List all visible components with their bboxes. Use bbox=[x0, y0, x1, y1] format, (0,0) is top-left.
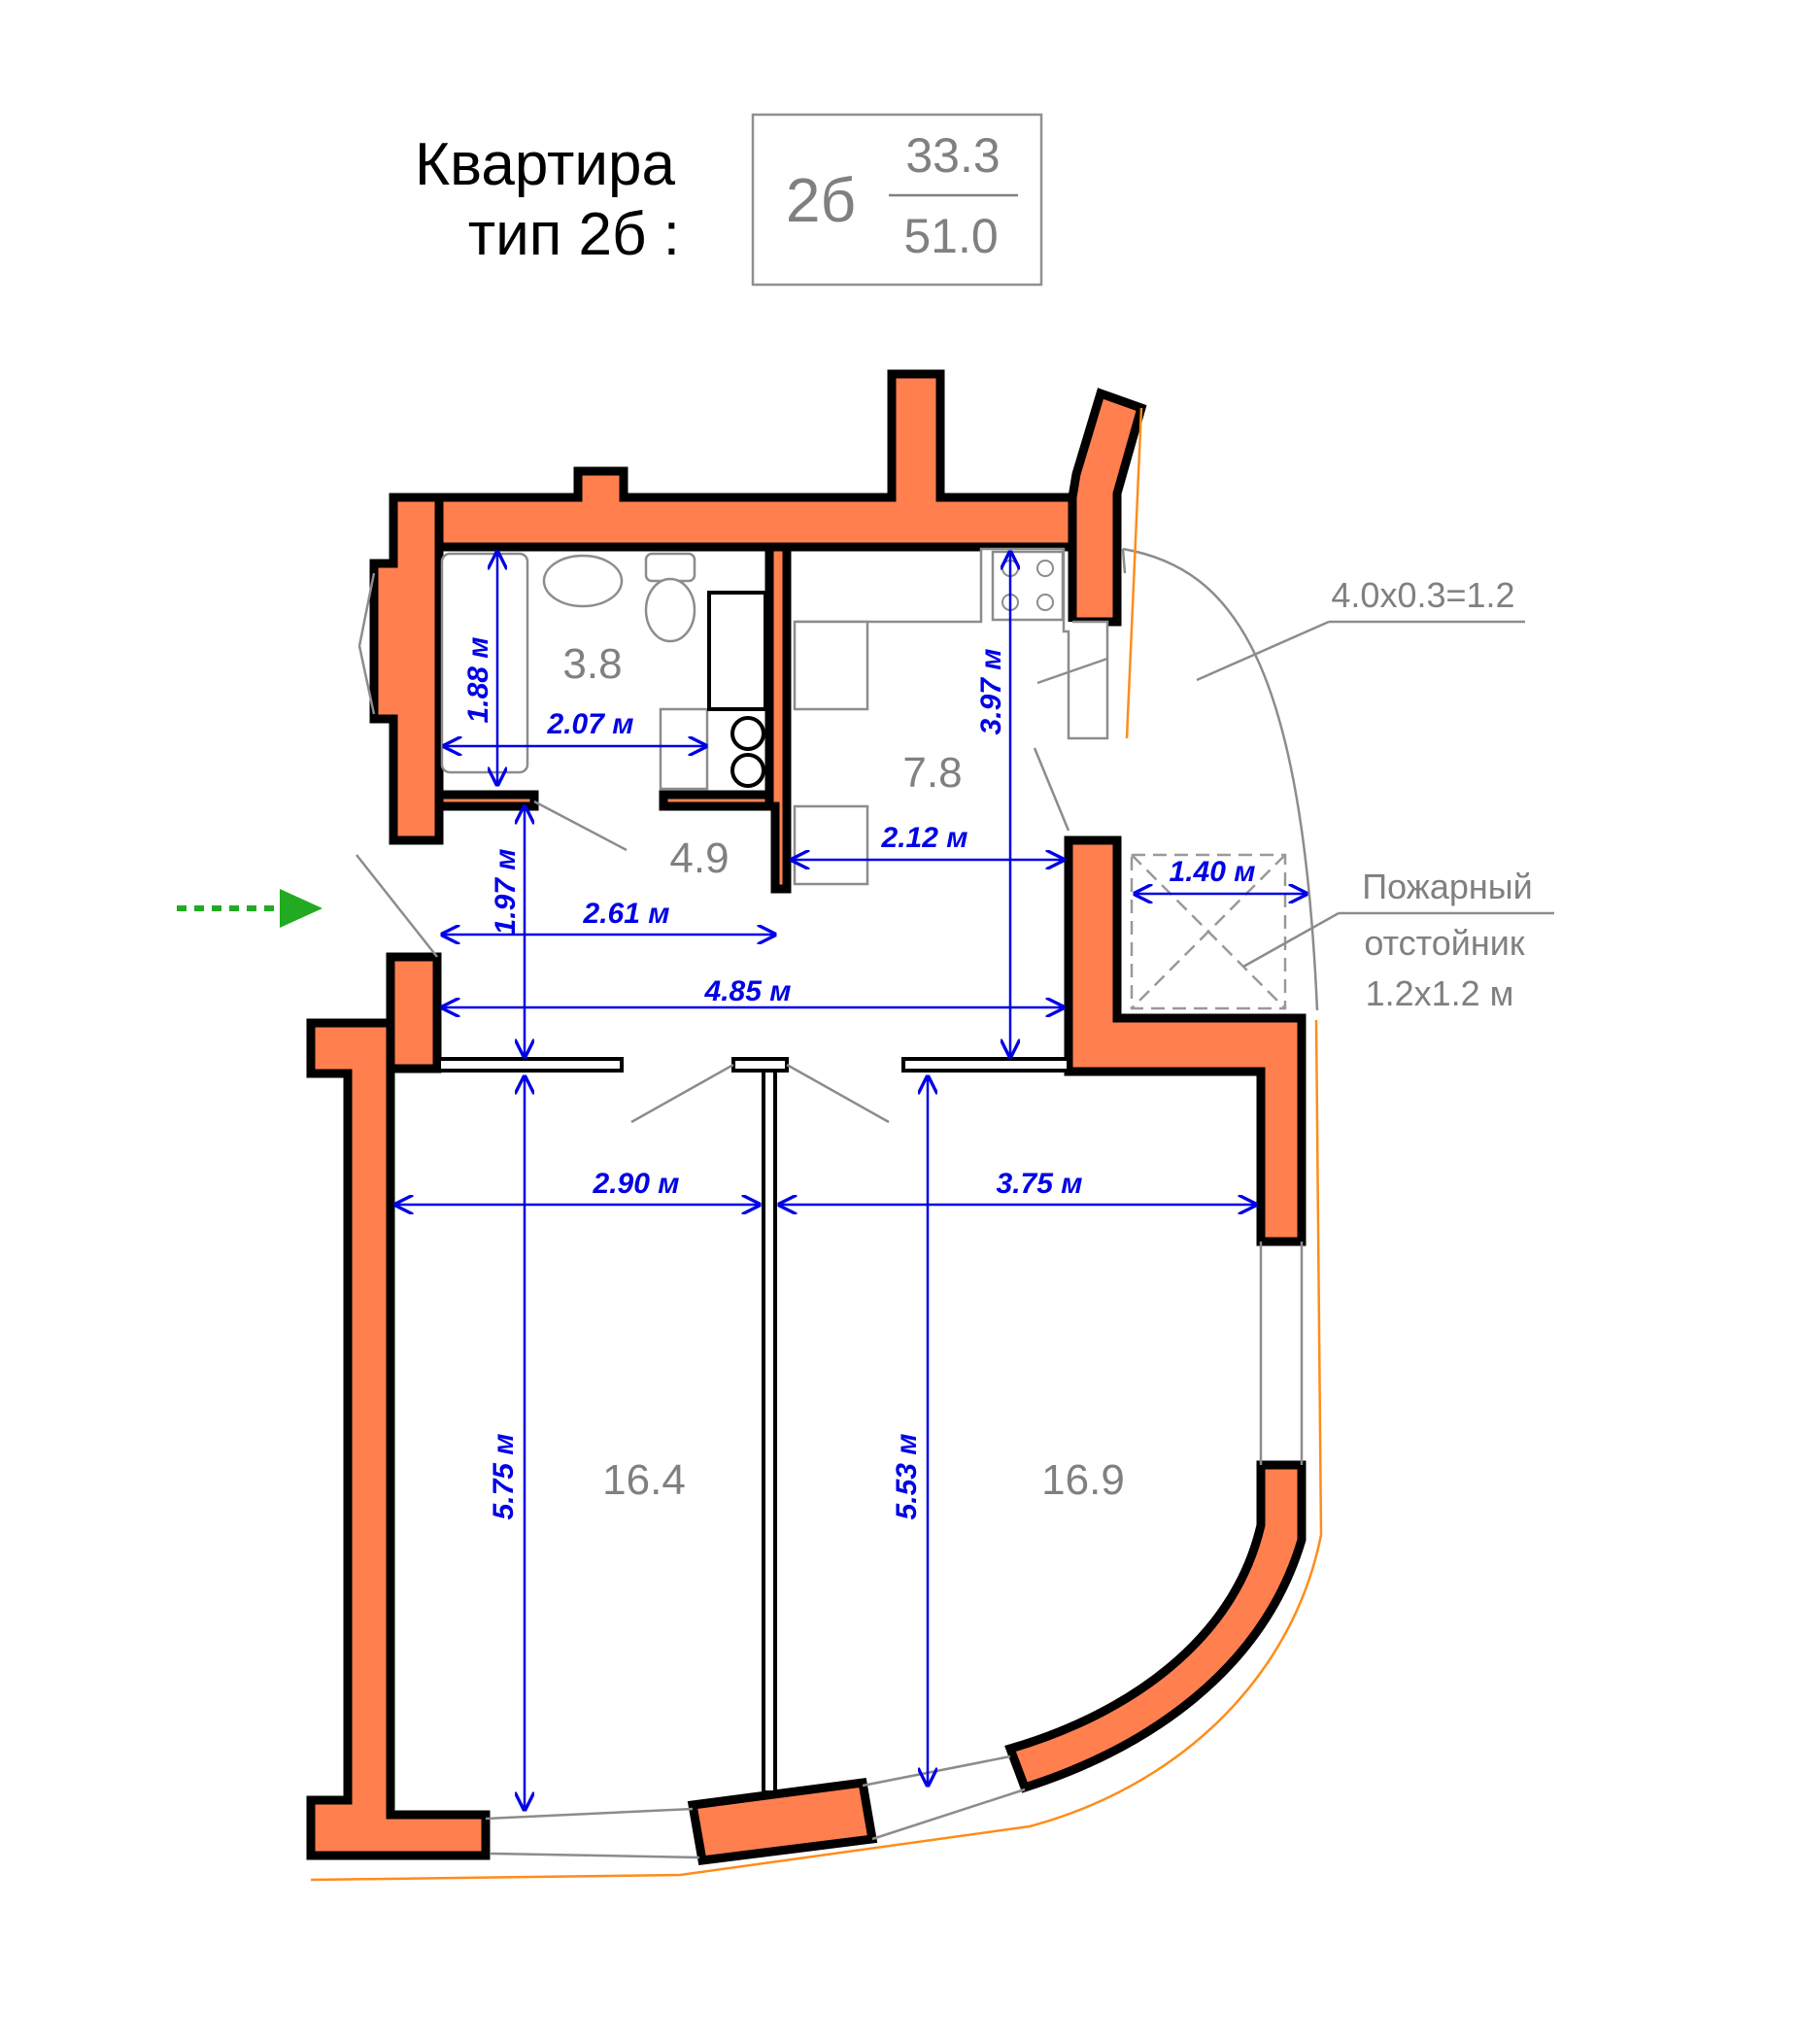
pipe-2 bbox=[730, 753, 765, 788]
note-refuge-line-3: 1.2x1.2 м bbox=[1366, 973, 1514, 1013]
fire-refuge bbox=[1130, 853, 1287, 1010]
partition-living-top bbox=[901, 1057, 1070, 1073]
badge-total-area: 51.0 bbox=[903, 209, 998, 263]
label-bath-height: 1.88 м bbox=[462, 637, 494, 724]
badge-living-area: 33.3 bbox=[905, 128, 1000, 183]
stove bbox=[991, 550, 1065, 622]
label-refuge-width: 1.40 м bbox=[1170, 856, 1256, 888]
door-bedroom bbox=[630, 1063, 734, 1124]
wall-bottom-pier bbox=[687, 1777, 878, 1865]
balcony-outline bbox=[1121, 547, 1319, 1011]
entry-arrow-head bbox=[280, 889, 322, 928]
shaft-1 bbox=[707, 591, 767, 711]
balcony-arc bbox=[1122, 547, 1319, 1011]
label-bath-width: 2.07 м bbox=[547, 708, 634, 740]
area-bedroom: 16.4 bbox=[602, 1456, 686, 1504]
label-hall-depth: 1.97 м bbox=[490, 849, 522, 936]
dimension-lines bbox=[395, 552, 1307, 1810]
refuge-box bbox=[1130, 853, 1287, 1010]
label-kitchen-depth: 3.97 м bbox=[975, 649, 1007, 735]
dimension-labels: 1.88 м 2.07 м 3.97 м 2.12 м 1.97 м 2.61 … bbox=[462, 637, 1255, 1520]
wall-bath-left bbox=[369, 493, 444, 845]
window-living bbox=[862, 1754, 1026, 1841]
wall-top bbox=[389, 369, 1077, 552]
note-balcony: 4.0x0.3=1.2 bbox=[1331, 575, 1514, 615]
facade-outline bbox=[310, 407, 1323, 1882]
door-living bbox=[786, 1063, 890, 1124]
label-hall-width: 2.61 м bbox=[583, 898, 670, 930]
area-hall: 4.9 bbox=[669, 835, 729, 882]
partition-door-stub bbox=[731, 1057, 789, 1073]
area-kitchen: 7.8 bbox=[902, 749, 962, 797]
label-corridor-width: 4.85 м bbox=[704, 975, 792, 1007]
leader-refuge bbox=[1242, 911, 1340, 969]
partition-bedroom-living bbox=[762, 1062, 777, 1794]
wall-kitchen-partition bbox=[764, 542, 792, 894]
interior-partitions bbox=[437, 1057, 1070, 1794]
label-kitchen-width: 2.12 м bbox=[881, 822, 968, 854]
badge-type: 2б bbox=[786, 165, 856, 235]
windows bbox=[310, 407, 1323, 1882]
doors bbox=[356, 747, 1070, 1124]
door-balcony bbox=[1033, 747, 1070, 832]
kitchen-unit bbox=[793, 804, 869, 886]
door-entry bbox=[356, 854, 438, 958]
toilet-tank bbox=[644, 552, 696, 583]
wall-bath-bottom bbox=[434, 790, 539, 811]
wall-left-outer bbox=[306, 1018, 491, 1860]
kitchen-sink bbox=[793, 620, 869, 711]
label-living-length: 5.53 м bbox=[891, 1434, 923, 1520]
label-bedroom-length: 5.75 м bbox=[488, 1434, 520, 1520]
window-bath bbox=[357, 572, 376, 715]
apartment-badge: 2б 33.3 51.0 bbox=[751, 113, 1043, 287]
window-bedroom bbox=[485, 1807, 700, 1859]
note-refuge-line-2: отстойник bbox=[1364, 923, 1525, 963]
area-bathroom: 3.8 bbox=[562, 640, 622, 688]
room-areas: 3.8 4.9 7.8 16.4 16.9 bbox=[562, 640, 1124, 1504]
door-bath bbox=[533, 800, 628, 852]
area-living-room: 16.9 bbox=[1041, 1456, 1125, 1504]
partition-bedroom-top bbox=[437, 1057, 624, 1073]
wall-top-right bbox=[1068, 388, 1147, 627]
window-side bbox=[1259, 1242, 1304, 1465]
label-bedroom-width: 2.90 м bbox=[593, 1168, 680, 1200]
title-line-2: тип 2б : bbox=[468, 201, 680, 268]
notes: 4.0x0.3=1.2 Пожарный отстойник 1.2x1.2 м bbox=[1036, 575, 1554, 1013]
washing-machine bbox=[659, 707, 709, 791]
note-refuge-line-1: Пожарный bbox=[1362, 867, 1532, 906]
sink-bath bbox=[542, 554, 624, 608]
pipe-1 bbox=[730, 716, 765, 751]
wall-refuge bbox=[1064, 835, 1307, 1246]
wall-bottom-arc bbox=[1004, 1460, 1307, 1793]
label-living-width: 3.75 м bbox=[997, 1168, 1083, 1200]
entry-arrow bbox=[177, 889, 322, 928]
badge-frame bbox=[751, 113, 1043, 287]
wall-entry-stub bbox=[386, 952, 442, 1073]
title-line-1: Квартира bbox=[415, 131, 675, 198]
toilet-bowl bbox=[644, 577, 696, 643]
leader-balcony bbox=[1196, 620, 1330, 682]
